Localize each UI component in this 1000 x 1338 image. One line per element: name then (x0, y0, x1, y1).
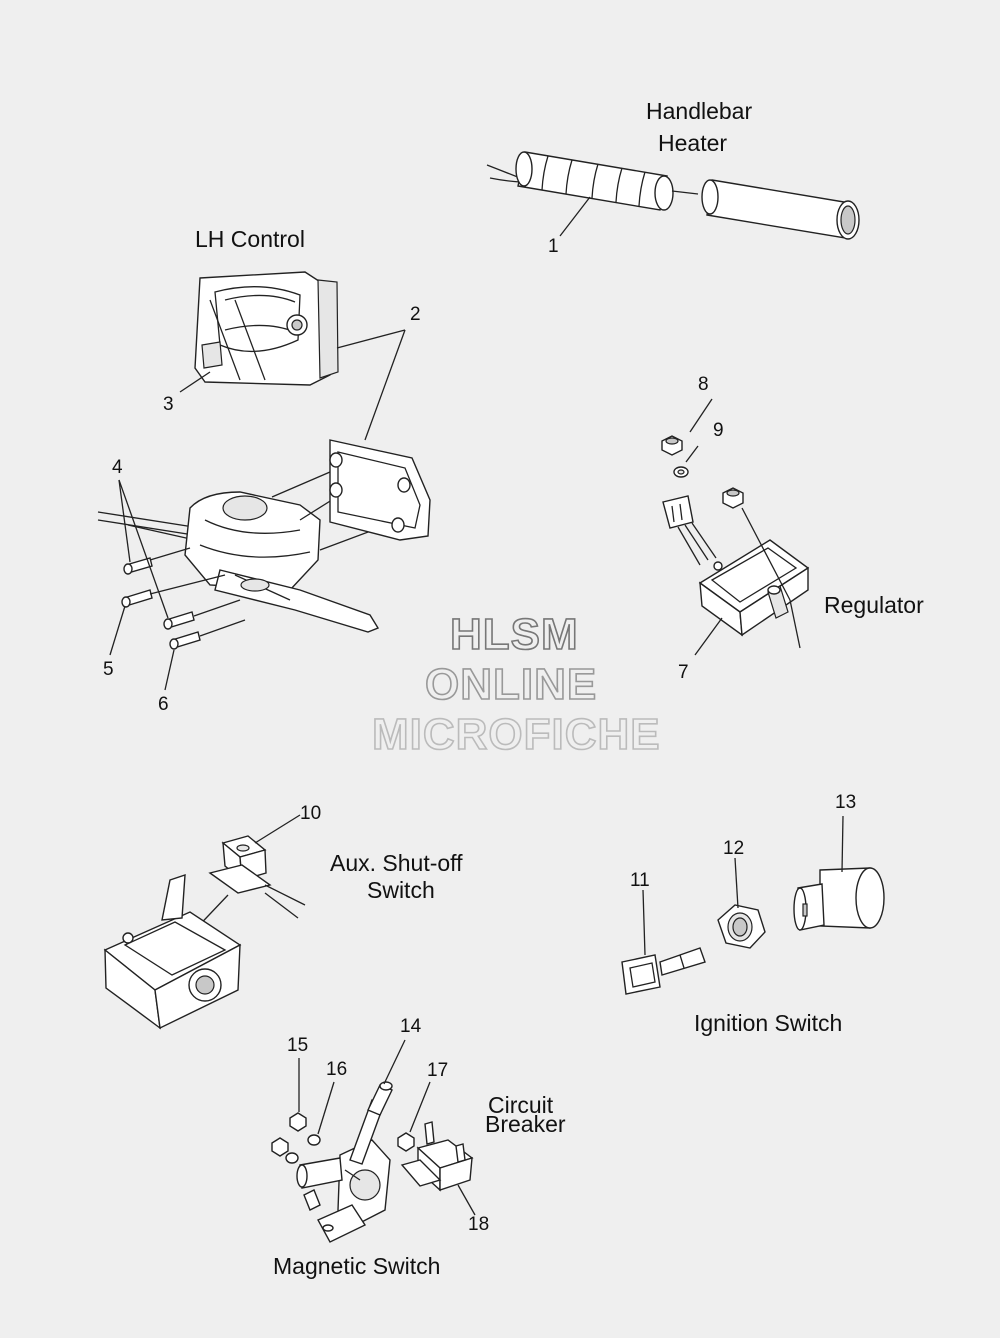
magnetic-switch-title: Magnetic Switch (273, 1253, 441, 1279)
handlebar-heater-title-line2: Heater (658, 130, 728, 156)
ignition-switch-drawing (621, 815, 885, 995)
regulator-title: Regulator (824, 592, 924, 618)
handlebar-heater-title-line1: Handlebar (646, 98, 753, 124)
lh-control-housing-drawing (97, 329, 431, 691)
callout-11: 11 (630, 870, 650, 891)
callout-8: 8 (698, 374, 709, 395)
callout-5: 5 (103, 659, 114, 680)
circuit-breaker-drawing (397, 1081, 476, 1216)
regulator-drawing (661, 398, 810, 656)
aux-shutoff-title-line2: Switch (367, 877, 435, 903)
watermark-line3: MICROFICHE (371, 709, 661, 760)
callout-18: 18 (468, 1214, 490, 1235)
aux-shutoff-switch-drawing (103, 814, 306, 1030)
callout-6: 6 (158, 694, 169, 715)
callout-14: 14 (400, 1016, 422, 1037)
callout-15: 15 (287, 1035, 309, 1056)
callout-2: 2 (410, 304, 421, 325)
callout-3: 3 (163, 394, 174, 415)
callout-16: 16 (326, 1059, 348, 1080)
callout-17: 17 (427, 1060, 449, 1081)
aux-shutoff-title-line1: Aux. Shut-off (330, 850, 463, 876)
lh-control-cover-drawing (179, 271, 406, 393)
callout-7: 7 (678, 662, 689, 683)
callout-13: 13 (835, 792, 857, 813)
callout-1: 1 (548, 236, 559, 257)
callout-10: 10 (300, 803, 322, 824)
circuit-breaker-title-line2: Breaker (485, 1111, 566, 1137)
callout-9: 9 (713, 420, 724, 441)
handlebar-heater-drawing (486, 151, 860, 240)
lh-control-title: LH Control (195, 226, 305, 252)
magnetic-switch-drawing (271, 1039, 406, 1243)
callout-4: 4 (112, 457, 123, 478)
watermark-line2: ONLINE (424, 659, 598, 710)
ignition-switch-title: Ignition Switch (694, 1010, 843, 1036)
watermark-line1: HLSM (449, 609, 579, 660)
circuit-breaker-title-line1: Circuit (488, 1092, 554, 1118)
callout-12: 12 (723, 838, 745, 859)
